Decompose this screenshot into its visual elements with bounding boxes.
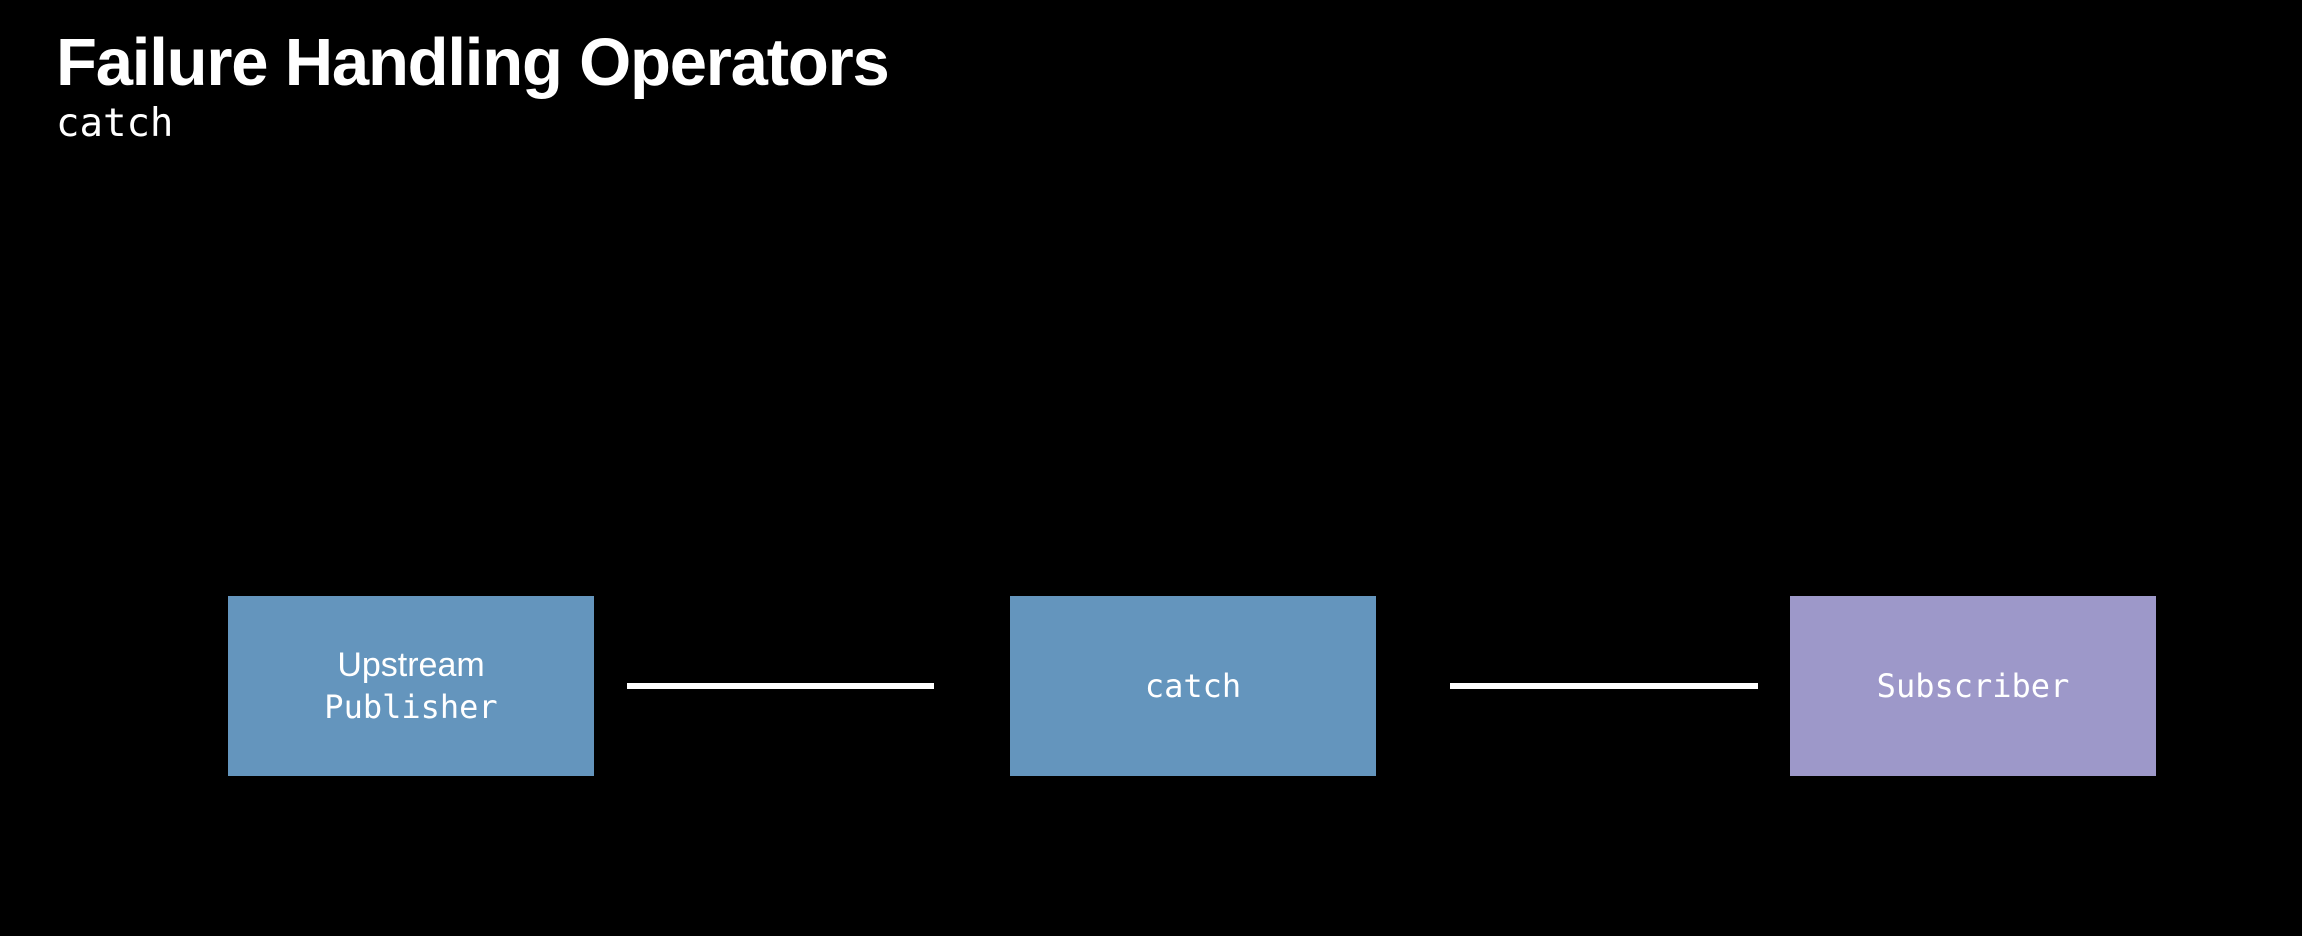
slide-header: Failure Handling Operators catch: [56, 25, 890, 148]
node-upstream-publisher-line2: Publisher: [324, 688, 498, 726]
node-subscriber: Subscriber: [1790, 596, 2156, 776]
page-subtitle: catch: [56, 101, 174, 146]
connector-catch-to-subscriber: [1450, 683, 1758, 689]
pipeline-diagram: Upstream Publisher catch Subscriber: [0, 596, 2302, 776]
node-catch-operator: catch: [1010, 596, 1376, 776]
connector-publisher-to-catch: [627, 683, 934, 689]
node-subscriber-label: Subscriber: [1876, 667, 2070, 705]
node-upstream-publisher: Upstream Publisher: [228, 596, 594, 776]
node-upstream-publisher-line1: Upstream: [337, 646, 485, 684]
node-catch-operator-label: catch: [1144, 667, 1242, 705]
page-title: Failure Handling Operators: [56, 25, 890, 100]
